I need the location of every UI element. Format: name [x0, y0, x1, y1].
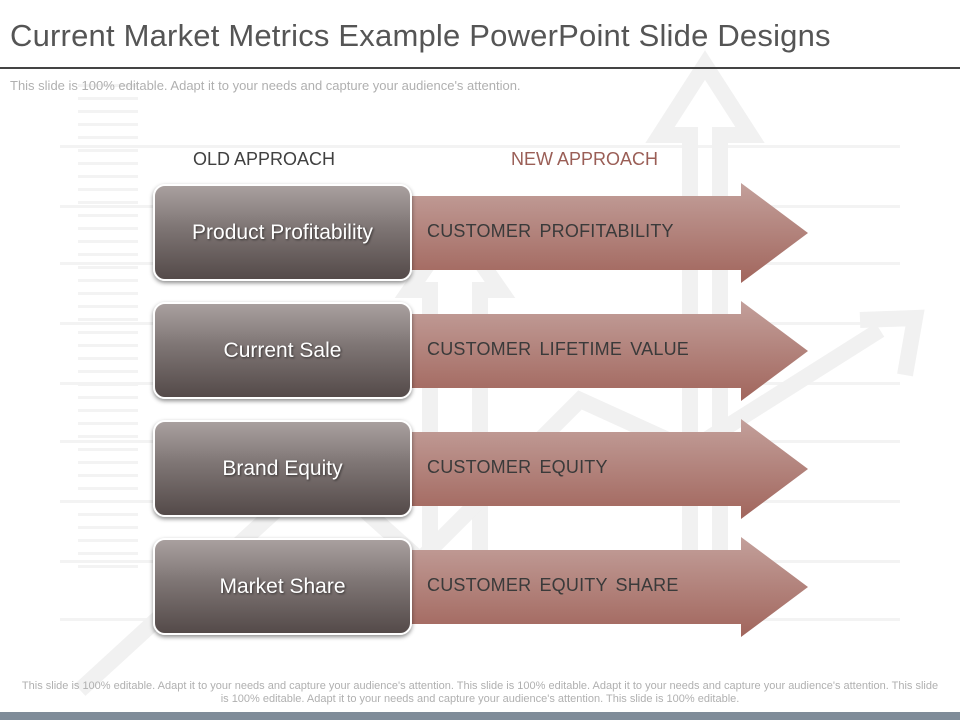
- slide-subtitle: This slide is 100% editable. Adapt it to…: [10, 78, 521, 93]
- old-approach-box: Market Share: [153, 538, 412, 635]
- approach-row: CUSTOMER EQUITY Brand Equity: [0, 419, 960, 519]
- bottom-bar: [0, 712, 960, 720]
- old-approach-box: Brand Equity: [153, 420, 412, 517]
- slide-title: Current Market Metrics Example PowerPoin…: [10, 18, 831, 53]
- old-approach-box: Current Sale: [153, 302, 412, 399]
- new-approach-arrow: [395, 419, 809, 519]
- approach-row: CUSTOMER PROFITABILITY Product Profitabi…: [0, 183, 960, 283]
- new-approach-arrow: [395, 301, 809, 401]
- new-approach-arrow: [395, 537, 809, 637]
- old-approach-box: Product Profitability: [153, 184, 412, 281]
- old-approach-label: Market Share: [219, 574, 346, 598]
- old-approach-label: Brand Equity: [222, 456, 343, 480]
- old-approach-label: Current Sale: [223, 338, 342, 362]
- approach-row: CUSTOMER EQUITY SHARE Market Share: [0, 537, 960, 637]
- new-approach-label: CUSTOMER PROFITABILITY: [427, 221, 674, 241]
- title-divider: [0, 67, 960, 69]
- new-approach-label: CUSTOMER EQUITY: [427, 457, 608, 477]
- new-approach-label: CUSTOMER LIFETIME VALUE: [427, 339, 689, 359]
- approach-row: CUSTOMER LIFETIME VALUE Current Sale: [0, 301, 960, 401]
- old-approach-label: Product Profitability: [192, 220, 373, 244]
- slide-footer-note: This slide is 100% editable. Adapt it to…: [21, 680, 939, 705]
- new-approach-arrow: [395, 183, 809, 283]
- old-approach-header: OLD APPROACH: [193, 149, 336, 169]
- new-approach-header: NEW APPROACH: [511, 149, 659, 169]
- new-approach-label: CUSTOMER EQUITY SHARE: [427, 575, 679, 595]
